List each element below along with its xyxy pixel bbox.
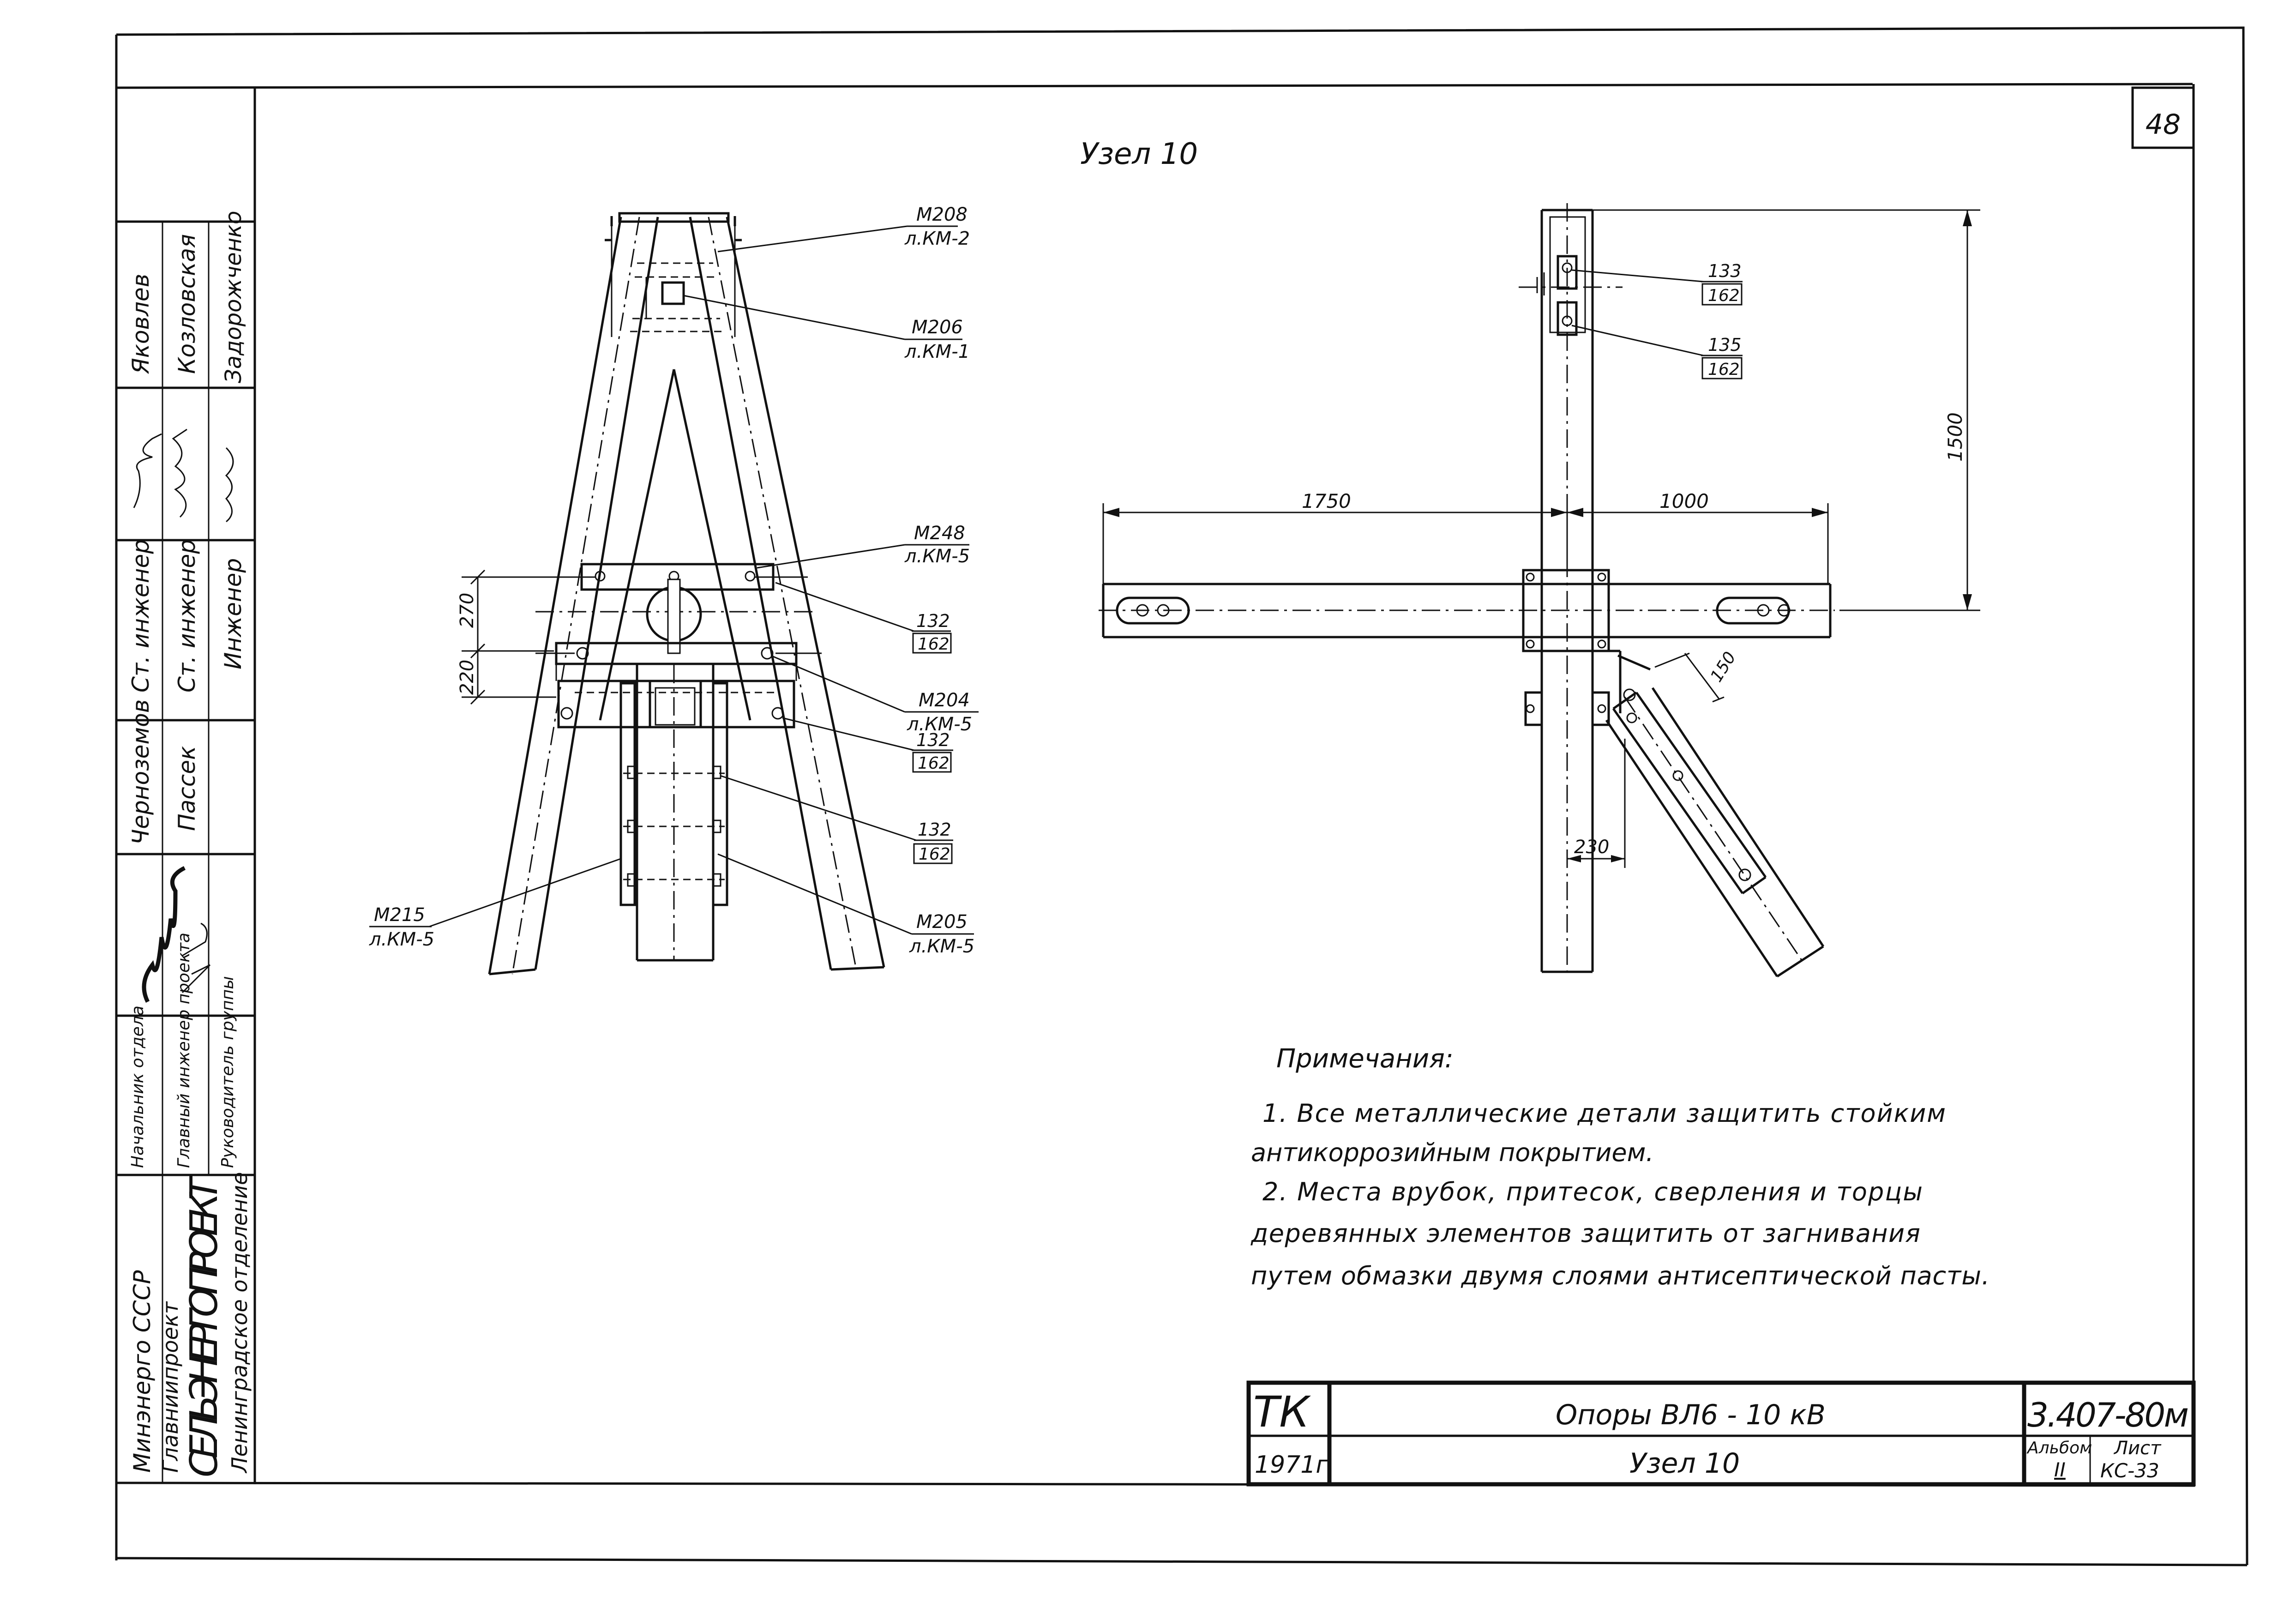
callout-m204-sheet: л.КМ-5 bbox=[907, 714, 972, 735]
dim-1750: 1750 bbox=[1302, 490, 1351, 512]
sheet-frame bbox=[115, 26, 2248, 1566]
sheet-number: 48 bbox=[2146, 108, 2181, 141]
title-year: 1971г bbox=[1255, 1451, 1328, 1479]
title-code-short: ТК bbox=[1253, 1387, 1311, 1437]
signature-p2 bbox=[181, 922, 211, 994]
title-sheet-value: КС-33 bbox=[2100, 1459, 2159, 1482]
stamp-role-head: Начальник отдела bbox=[128, 1006, 147, 1168]
callout-m204-ref: М204 bbox=[919, 690, 970, 711]
callout-135-pos: 135 bbox=[1708, 335, 1742, 355]
left-view: 270 220 М208 л.КМ-2 М206 л.КМ-1 М248 л.К… bbox=[369, 204, 979, 976]
stamp-org-2: Главниипроект bbox=[158, 1301, 183, 1473]
stamp-org-1: Минэнерго СССР bbox=[129, 1270, 156, 1473]
callout-132a-sheet: 162 bbox=[918, 635, 950, 654]
callout-132c-pos: 132 bbox=[918, 819, 951, 840]
dim-220: 220 bbox=[457, 660, 478, 695]
note-line-1: 1. Все металлические детали защитить сто… bbox=[1262, 1099, 1946, 1128]
callout-m248-sheet: л.КМ-5 bbox=[904, 546, 970, 567]
callout-m215-sheet: л.КМ-5 bbox=[369, 929, 434, 950]
note-line-2: антикоррозийным покрытием. bbox=[1251, 1138, 1654, 1167]
title-album-value: II bbox=[2054, 1458, 2066, 1481]
callout-132c-sheet: 162 bbox=[919, 845, 950, 864]
callout-132b-pos: 132 bbox=[916, 730, 950, 750]
dim-270: 270 bbox=[457, 593, 478, 628]
callout-135-sheet: 162 bbox=[1708, 360, 1740, 379]
callout-132b-sheet: 162 bbox=[918, 754, 950, 773]
note-line-4: деревянных элементов защитить от загнива… bbox=[1250, 1219, 1920, 1248]
stamp-role-chief: Главный инженер проекта bbox=[174, 933, 193, 1168]
sheet-number-box: 48 bbox=[2131, 86, 2195, 149]
note-line-5: путем обмазки двумя слоями антисептическ… bbox=[1251, 1261, 1989, 1290]
callout-m208-sheet: л.КМ-2 bbox=[904, 228, 970, 249]
signature-head bbox=[133, 433, 162, 508]
stamp-position-3: Инженер bbox=[220, 558, 246, 669]
callout-m248-ref: М248 bbox=[914, 523, 965, 544]
stamp-position-name-2: Пассек bbox=[174, 746, 200, 831]
dim-1000: 1000 bbox=[1659, 490, 1709, 512]
callout-m215-ref: М215 bbox=[374, 904, 425, 926]
left-stamp: Яковлев Козловская Задорожченко Ст. инже… bbox=[116, 211, 255, 1483]
callout-m205-ref: М205 bbox=[916, 911, 968, 933]
callout-m206-sheet: л.КМ-1 bbox=[904, 341, 970, 362]
stamp-name-chief: Козловская bbox=[174, 234, 200, 374]
stamp-org-3: СЕЛЬЭНЕРГОПРОЕКТ bbox=[182, 1174, 226, 1477]
stamp-position-2: Ст. инженер bbox=[174, 539, 200, 693]
stamp-position-name-1: Черноземов bbox=[127, 699, 154, 845]
callout-m206-ref: М206 bbox=[912, 317, 963, 338]
note-line-3: 2. Места врубок, притесок, сверления и т… bbox=[1262, 1177, 1923, 1206]
title-main: Опоры ВЛ6 - 10 кВ bbox=[1556, 1399, 1826, 1431]
callout-m208-ref: М208 bbox=[916, 204, 968, 225]
stamp-name-head: Яковлев bbox=[127, 274, 154, 374]
signature-lead bbox=[225, 447, 234, 523]
dim-1500: 1500 bbox=[1944, 412, 1966, 462]
signature-chief bbox=[172, 428, 187, 518]
notes-heading: Примечания: bbox=[1276, 1044, 1454, 1074]
stamp-position-1: Ст. инженер bbox=[127, 539, 154, 693]
title-sub: Узел 10 bbox=[1629, 1447, 1740, 1480]
callout-133-pos: 133 bbox=[1708, 261, 1742, 281]
title-album-label: Альбом bbox=[2026, 1439, 2092, 1457]
title-doc-code: 3.407-80м bbox=[2027, 1396, 2189, 1434]
signature-p1 bbox=[142, 866, 186, 1003]
detail-title: Узел 10 bbox=[1080, 137, 1198, 171]
notes: Примечания: 1. Все металлические детали … bbox=[1250, 1044, 1989, 1290]
dim-150: 150 bbox=[1707, 649, 1740, 686]
stamp-name-lead: Задорожченко bbox=[221, 211, 246, 383]
title-sheet-label: Лист bbox=[2113, 1438, 2162, 1459]
callout-132a-pos: 132 bbox=[916, 611, 950, 631]
stamp-role-lead: Руководитель группы bbox=[218, 976, 237, 1168]
title-block: ТК 1971г Опоры ВЛ6 - 10 кВ Узел 10 3.407… bbox=[1246, 1380, 2196, 1487]
callout-m205-sheet: л.КМ-5 bbox=[909, 936, 974, 957]
callout-133-sheet: 162 bbox=[1708, 286, 1740, 305]
stamp-org-4: Ленинградское отделение bbox=[227, 1172, 252, 1474]
dim-230: 230 bbox=[1574, 837, 1609, 858]
right-view: 1750 1000 1500 150 230 133 162 135 162 bbox=[1099, 203, 1980, 978]
